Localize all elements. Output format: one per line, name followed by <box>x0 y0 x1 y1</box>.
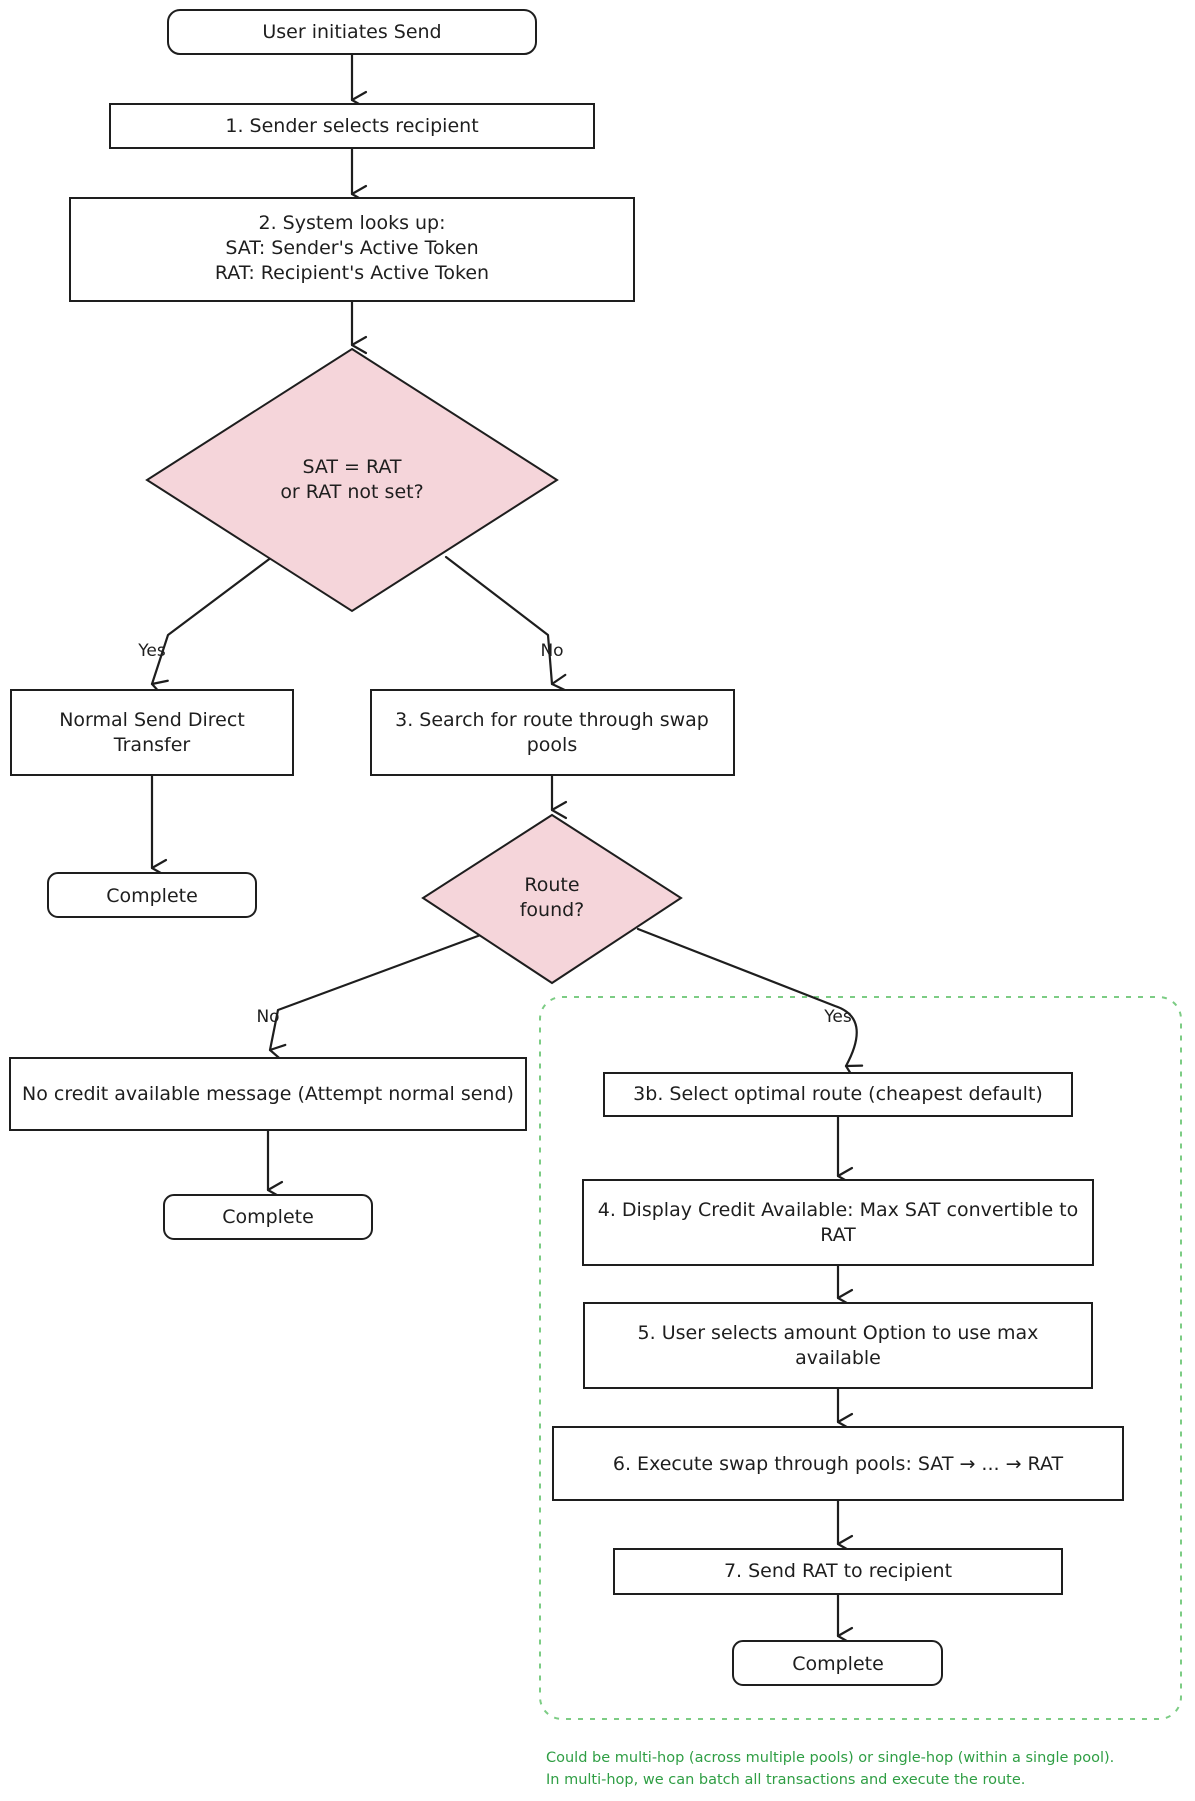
step1-label: 1. Sender selects recipient <box>225 115 478 137</box>
step3-label-line1: 3. Search for route through swap <box>395 709 709 731</box>
note-line2: In multi-hop, we can batch all transacti… <box>546 1772 1025 1788</box>
complete-a-node: Complete <box>47 872 257 918</box>
start-node: User initiates Send <box>167 9 537 55</box>
step3b-label: 3b. Select optimal route (cheapest defau… <box>633 1083 1043 1105</box>
step6-label: 6. Execute swap through pools: SAT → ...… <box>613 1453 1064 1475</box>
step2-node: 2. System looks up: SAT: Sender's Active… <box>69 197 635 302</box>
no-credit-label: No credit available message (Attempt nor… <box>22 1083 514 1105</box>
step7-label: 7. Send RAT to recipient <box>724 1560 952 1582</box>
step4-label-line1: 4. Display Credit Available: Max SAT con… <box>598 1199 1079 1221</box>
step1-node: 1. Sender selects recipient <box>109 103 595 149</box>
decision1-node: SAT = RAT or RAT not set? <box>145 347 559 613</box>
normal-send-label-line2: Transfer <box>113 734 191 756</box>
complete-b-label: Complete <box>222 1206 314 1228</box>
complete-b-node: Complete <box>163 1194 373 1240</box>
decision1-yes-label: Yes <box>137 641 166 661</box>
normal-send-node: Normal Send Direct Transfer <box>10 689 294 776</box>
step5-label-line2: available <box>795 1347 881 1369</box>
edge-decision1-no <box>444 555 568 692</box>
complete-c-label: Complete <box>792 1653 884 1675</box>
step3-node: 3. Search for route through swap pools <box>370 689 735 776</box>
decision2-label-line2: found? <box>520 899 585 921</box>
step5-node: 5. User selects amount Option to use max… <box>583 1302 1093 1389</box>
step4-node: 4. Display Credit Available: Max SAT con… <box>582 1179 1094 1266</box>
decision2-no-label: No <box>256 1007 279 1027</box>
decision1-no-label: No <box>540 641 563 661</box>
start-label: User initiates Send <box>262 21 441 43</box>
step3b-node: 3b. Select optimal route (cheapest defau… <box>603 1072 1073 1117</box>
step2-label-line2: SAT: Sender's Active Token <box>225 237 478 259</box>
step5-label-line1: 5. User selects amount Option to use max <box>638 1322 1039 1344</box>
edge-decision2-no <box>268 931 488 1062</box>
no-credit-node: No credit available message (Attempt nor… <box>9 1057 527 1131</box>
step6-node: 6. Execute swap through pools: SAT → ...… <box>552 1426 1124 1501</box>
decision2-label-line1: Route <box>524 874 579 896</box>
decision2-yes-label: Yes <box>823 1007 852 1027</box>
step4-label-line2: RAT <box>820 1224 856 1246</box>
normal-send-label-line1: Normal Send Direct <box>59 709 245 731</box>
complete-a-label: Complete <box>106 885 198 907</box>
step3-label-line2: pools <box>527 734 578 756</box>
edge-decision1-yes <box>150 555 274 698</box>
decision2-node: Route found? <box>421 813 683 985</box>
edge-decision2-yes <box>636 927 864 1081</box>
step2-label-line3: RAT: Recipient's Active Token <box>215 262 489 284</box>
complete-c-node: Complete <box>732 1640 943 1686</box>
note-line1: Could be multi-hop (across multiple pool… <box>546 1750 1114 1766</box>
decision1-label-line1: SAT = RAT <box>302 456 401 478</box>
step7-node: 7. Send RAT to recipient <box>613 1548 1063 1595</box>
step2-label-line1: 2. System looks up: <box>258 212 445 234</box>
decision1-label-line2: or RAT not set? <box>280 481 423 503</box>
